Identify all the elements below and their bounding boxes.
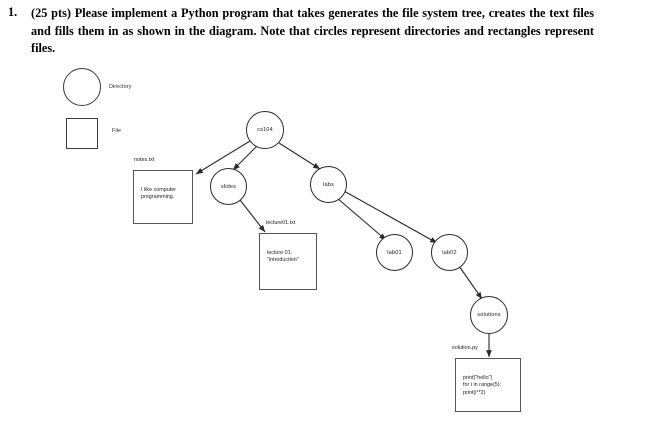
legend-directory-circle-icon	[63, 68, 101, 106]
directory-node-lab02-label: lab02	[442, 249, 457, 256]
directory-node-lab02[interactable]: lab02	[431, 234, 468, 271]
edge-cs104-slides	[232, 144, 259, 171]
directory-node-slides-label: slides	[220, 183, 237, 190]
directory-node-slides[interactable]: slides	[210, 168, 247, 205]
question-block: 1. (25 pts) Please implement a Python pr…	[0, 0, 663, 62]
directory-node-cs104-label: cs104	[257, 127, 273, 133]
directory-node-lab01-label: lab01	[387, 249, 402, 256]
directory-node-labs-label: labs	[323, 181, 334, 188]
edge-labs-lab02	[343, 190, 438, 244]
directory-node-solutions-label: solutions	[477, 312, 501, 318]
directory-node-labs[interactable]: labs	[310, 166, 347, 203]
file-label-solution: solution.py	[452, 345, 478, 351]
directory-node-solutions[interactable]: solutions	[470, 296, 508, 334]
legend-file-rectangle-icon	[66, 118, 98, 149]
legend-directory-label: Directory	[109, 84, 132, 90]
file-node-notes[interactable]: I like computer programming.	[133, 170, 193, 224]
question-text: (25 pts) Please implement a Python progr…	[31, 6, 594, 55]
edge-cs104-labs	[278, 142, 321, 170]
edge-labs-lab01	[336, 197, 387, 241]
question-number: 1.	[8, 5, 18, 19]
file-node-solution[interactable]: print("hello") for i in range(5): print(…	[455, 358, 521, 412]
directory-node-lab01[interactable]: lab01	[376, 234, 413, 271]
edge-cs104-notes	[195, 140, 251, 175]
file-node-lecture01[interactable]: lecture 01: "introduction"	[259, 233, 317, 290]
directory-node-cs104[interactable]: cs104	[246, 111, 284, 149]
edge-lab02-solutions	[458, 265, 483, 300]
file-label-notes: notes.txt	[134, 157, 155, 163]
legend-file-label: File	[112, 128, 122, 134]
file-label-lecture01: lecture01.txt	[266, 220, 296, 226]
edge-slides-lecture01	[239, 199, 266, 233]
